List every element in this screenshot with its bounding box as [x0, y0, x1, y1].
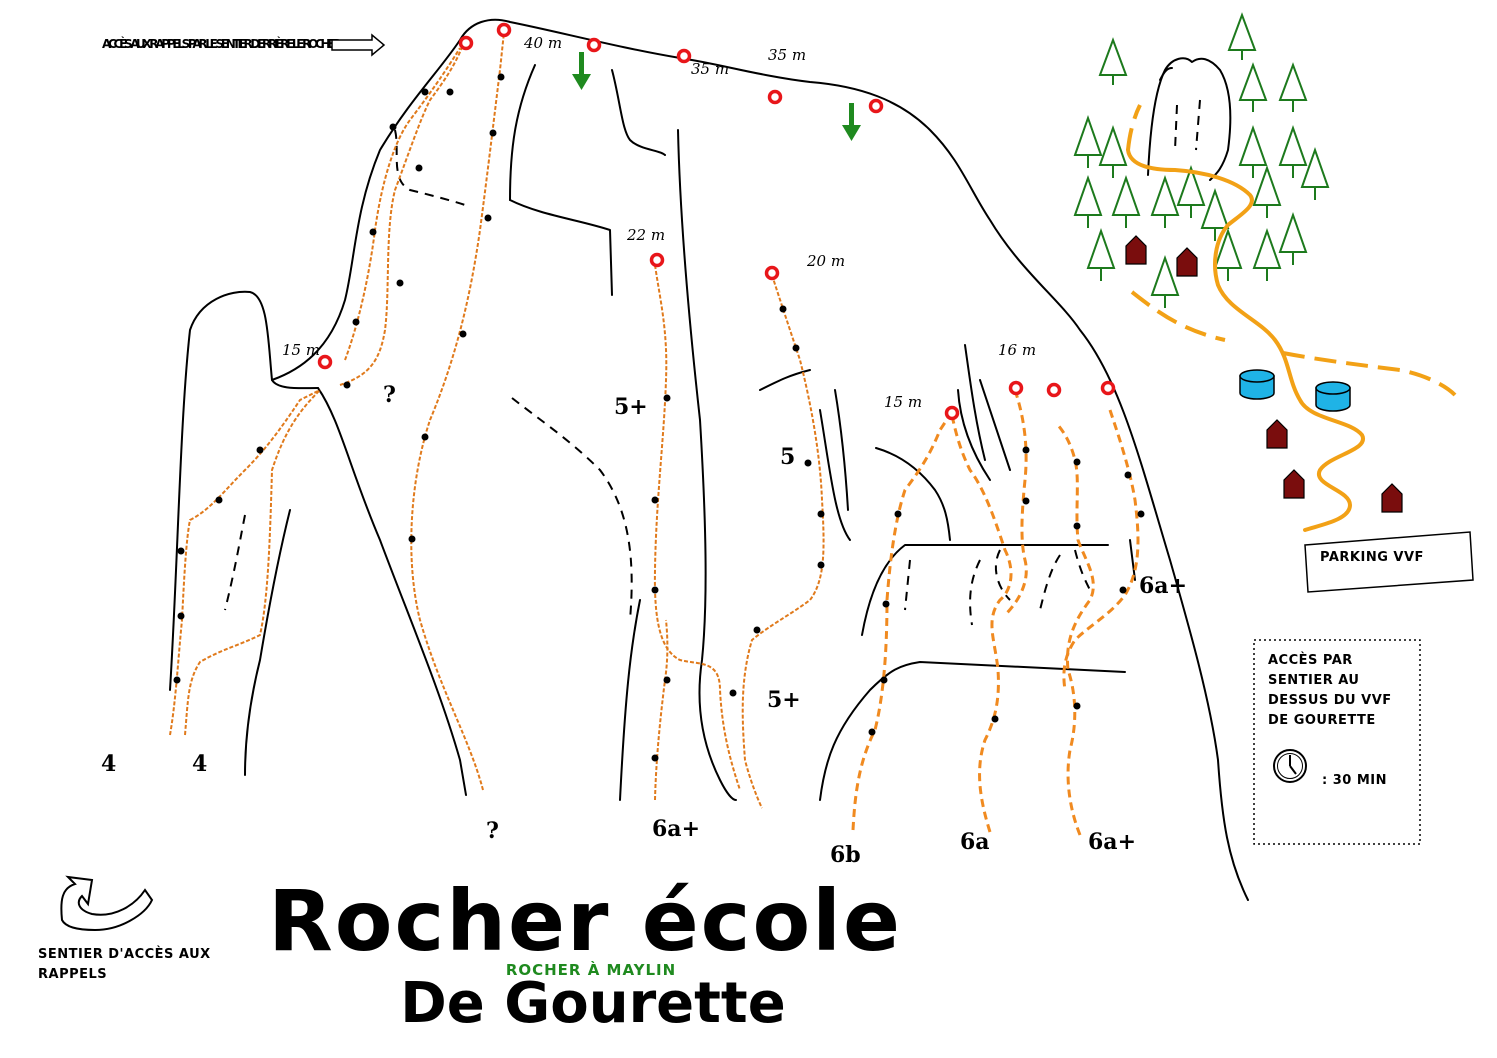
parking-label: Parking VVF [1320, 550, 1424, 565]
rappel-path-label: RAPPELS [38, 967, 107, 982]
descent-arrow-icon [572, 52, 861, 141]
anchors [317, 22, 1116, 421]
grade-label: 5+ [767, 687, 801, 713]
climbing-routes [169, 31, 1140, 836]
grade-label: 6a [960, 829, 990, 855]
length-label: 16 m [998, 341, 1036, 359]
access-note-line: ACCÈS PAR [1268, 652, 1353, 668]
route-grades: 4 4 ? ? 5+ 5 6a+ 5+ 6b 6a 6a+ 6a+ [101, 382, 1187, 868]
length-label: 22 m [626, 226, 665, 244]
tree-icon [1073, 12, 1330, 308]
approach-trail [1126, 148, 1365, 532]
grade-label: 6a+ [1088, 829, 1136, 855]
crag-name: Rocher à Maylin [506, 960, 676, 979]
access-note-line: SENTIER AU [1268, 673, 1359, 688]
parking-box: Parking VVF [1304, 531, 1474, 593]
page-title: Rocher école [268, 872, 902, 970]
grade-label: 6a+ [1139, 573, 1187, 599]
grade-label: 6b [830, 842, 861, 868]
length-label: 35 m [691, 60, 729, 78]
grade-label: ? [383, 382, 396, 408]
grade-label: 4 [101, 751, 116, 777]
rappel-access-label: Accès aux rappels par le sentier derrièr… [102, 36, 342, 51]
rock-outline [169, 18, 1249, 901]
grade-label: 5 [780, 444, 795, 470]
length-label: 35 m [768, 46, 806, 64]
grade-label: 4 [192, 751, 207, 777]
approach-map [1073, 12, 1457, 532]
length-label: 40 m [523, 34, 562, 52]
bolts [173, 73, 1145, 762]
water-tank-icon [1239, 369, 1351, 412]
grade-label: ? [486, 818, 499, 844]
grade-label: 5+ [614, 394, 648, 420]
access-note-line: DESSUS DU VVF [1268, 693, 1392, 708]
curved-arrow-icon [60, 875, 154, 932]
length-label: 15 m [884, 393, 922, 411]
outline-arrow-icon [331, 33, 386, 57]
access-time-label: : 30 min [1322, 773, 1387, 788]
house-icon [1125, 235, 1403, 513]
grade-label: 6a+ [652, 816, 700, 842]
access-note-box: ACCÈS PAR SENTIER AU DESSUS DU VVF DE GO… [1253, 639, 1421, 845]
length-label: 20 m [806, 252, 845, 270]
title-block: Rocher école Rocher à Maylin De Gourette [268, 872, 902, 1036]
length-label: 15 m [282, 341, 320, 359]
clock-icon [1273, 749, 1307, 783]
page-subtitle: De Gourette [400, 971, 785, 1036]
route-lengths: 40 m 35 m 35 m 22 m 20 m 15 m 16 m 15 m [282, 34, 1036, 411]
access-note-line: DE GOURETTE [1268, 713, 1376, 728]
rappel-access-note: Accès aux rappels par le sentier derrièr… [102, 33, 386, 57]
rappel-path-label: SENTIER D'ACCÈS AUX [38, 946, 211, 962]
rappel-path-note: SENTIER D'ACCÈS AUX RAPPELS [38, 875, 211, 982]
